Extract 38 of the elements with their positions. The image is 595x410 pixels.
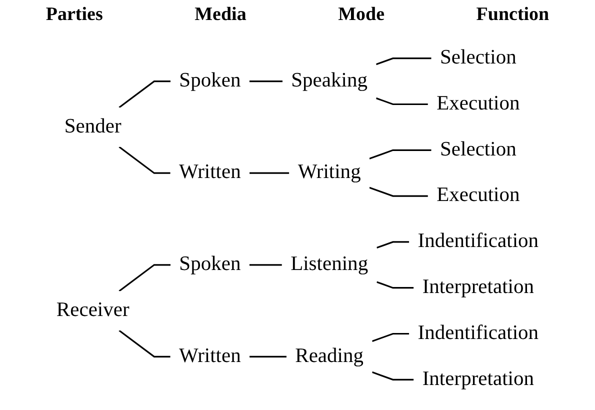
node-text: Execution	[436, 184, 520, 207]
connector	[376, 241, 410, 249]
node-text: Sender	[64, 115, 122, 138]
connector	[118, 80, 171, 108]
node-text: Written	[179, 160, 241, 184]
connector	[376, 97, 428, 106]
connector	[369, 149, 432, 160]
node-text: Selection	[440, 138, 516, 161]
connector	[249, 80, 282, 82]
node-text: Spoken	[179, 69, 241, 92]
node-text: Indentification	[418, 230, 539, 252]
node-text: Written	[179, 344, 241, 368]
connector	[369, 186, 428, 197]
node-text: Execution	[436, 92, 520, 115]
connector	[372, 371, 414, 380]
column-heading: Parties	[46, 4, 103, 26]
column-heading: Function	[476, 4, 550, 26]
connector	[376, 58, 432, 66]
node-text: Selection	[440, 46, 516, 69]
node-text: Listening	[290, 252, 368, 276]
connector	[250, 356, 286, 358]
connector	[250, 172, 290, 174]
connector	[376, 281, 414, 289]
connector	[249, 264, 282, 266]
node-text: Interpretation	[422, 368, 534, 390]
column-heading: Mode	[338, 4, 385, 26]
node-text: Reading	[295, 344, 364, 368]
node-text: Interpretation	[422, 276, 534, 298]
node-text: Indentification	[418, 322, 539, 344]
node-text: Receiver	[56, 298, 130, 322]
column-heading: Media	[194, 4, 246, 26]
node-text: Speaking	[291, 69, 368, 92]
connector	[118, 264, 171, 292]
node-text: Writing	[298, 160, 361, 184]
connector	[118, 146, 170, 174]
connector	[118, 330, 170, 358]
connector	[372, 332, 410, 342]
node-text: Spoken	[179, 252, 241, 276]
